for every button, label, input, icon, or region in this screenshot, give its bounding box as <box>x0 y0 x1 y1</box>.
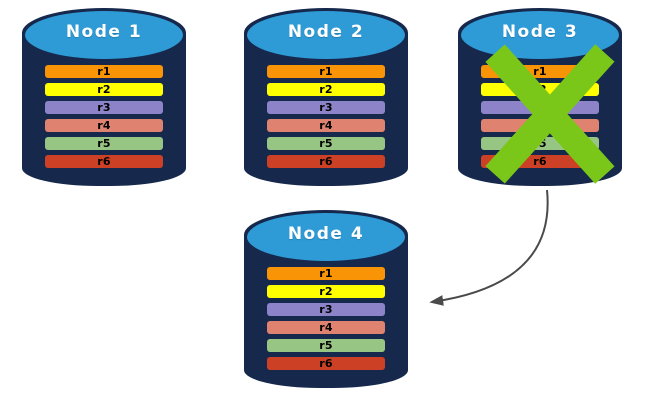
record-label: r6 <box>319 357 333 370</box>
record-bar-r1: r1 <box>266 267 386 280</box>
record-bar-r2: r2 <box>266 285 386 298</box>
record-label: r4 <box>319 321 333 334</box>
record-label: r5 <box>533 137 547 150</box>
record-label: r1 <box>319 267 333 280</box>
record-label: r6 <box>97 155 111 168</box>
record-label: r5 <box>319 137 333 150</box>
record-list: r1 r2 r3 r4 r5 r6 <box>244 267 408 370</box>
record-bar-r3: r3 <box>44 101 164 114</box>
record-label: r3 <box>319 101 333 114</box>
record-bar-r4: r4 <box>480 119 600 132</box>
record-label: r2 <box>319 83 333 96</box>
record-bar-r4: r4 <box>266 119 386 132</box>
record-label: r1 <box>319 65 333 78</box>
record-bar-r5: r5 <box>266 137 386 150</box>
node-label: Node 3 <box>501 22 579 42</box>
record-label: r3 <box>97 101 111 114</box>
record-bar-r5: r5 <box>480 137 600 150</box>
record-bar-r6: r6 <box>480 155 600 168</box>
record-bar-r5: r5 <box>266 339 386 352</box>
record-label: r6 <box>533 155 547 168</box>
record-label: r4 <box>319 119 333 132</box>
node-node-4[interactable]: Node 4 r1 r2 r3 r4 r5 r6 <box>244 210 408 388</box>
record-label: r5 <box>97 137 111 150</box>
record-label: r3 <box>533 101 547 114</box>
record-bar-r4: r4 <box>44 119 164 132</box>
record-label: r6 <box>319 155 333 168</box>
record-label: r3 <box>319 303 333 316</box>
record-bar-r2: r2 <box>44 83 164 96</box>
record-label: r2 <box>319 285 333 298</box>
node-node-2[interactable]: Node 2 r1 r2 r3 r4 r5 r6 <box>244 8 408 186</box>
record-bar-r1: r1 <box>44 65 164 78</box>
record-label: r2 <box>533 83 547 96</box>
record-bar-r2: r2 <box>480 83 600 96</box>
node-cylinder-top <box>245 211 407 263</box>
record-label: r1 <box>533 65 547 78</box>
record-bar-r6: r6 <box>44 155 164 168</box>
record-bar-r4: r4 <box>266 321 386 334</box>
node-cylinder-top <box>23 9 185 61</box>
record-bar-r3: r3 <box>266 303 386 316</box>
node-node-3[interactable]: Node 3 r1 r2 r3 r4 r5 r6 <box>458 8 622 186</box>
replication-arrow <box>429 189 549 306</box>
record-bar-r1: r1 <box>266 65 386 78</box>
record-bar-r1: r1 <box>480 65 600 78</box>
record-label: r5 <box>319 339 333 352</box>
record-list: r1 r2 r3 r4 r5 r6 <box>22 65 186 168</box>
node-label: Node 2 <box>287 22 365 42</box>
record-list: r1 r2 r3 r4 r5 r6 <box>244 65 408 168</box>
record-list: r1 r2 r3 r4 r5 r6 <box>458 65 622 168</box>
record-bar-r2: r2 <box>266 83 386 96</box>
record-bar-r3: r3 <box>266 101 386 114</box>
record-label: r4 <box>533 119 547 132</box>
node-node-1[interactable]: Node 1 r1 r2 r3 r4 r5 r6 <box>22 8 186 186</box>
record-label: r1 <box>97 65 111 78</box>
node-label: Node 1 <box>65 22 143 42</box>
node-label: Node 4 <box>287 224 365 244</box>
record-bar-r3: r3 <box>480 101 600 114</box>
record-bar-r6: r6 <box>266 155 386 168</box>
record-bar-r5: r5 <box>44 137 164 150</box>
record-label: r4 <box>97 119 111 132</box>
record-label: r2 <box>97 83 111 96</box>
record-bar-r6: r6 <box>266 357 386 370</box>
node-cylinder-top <box>245 9 407 61</box>
